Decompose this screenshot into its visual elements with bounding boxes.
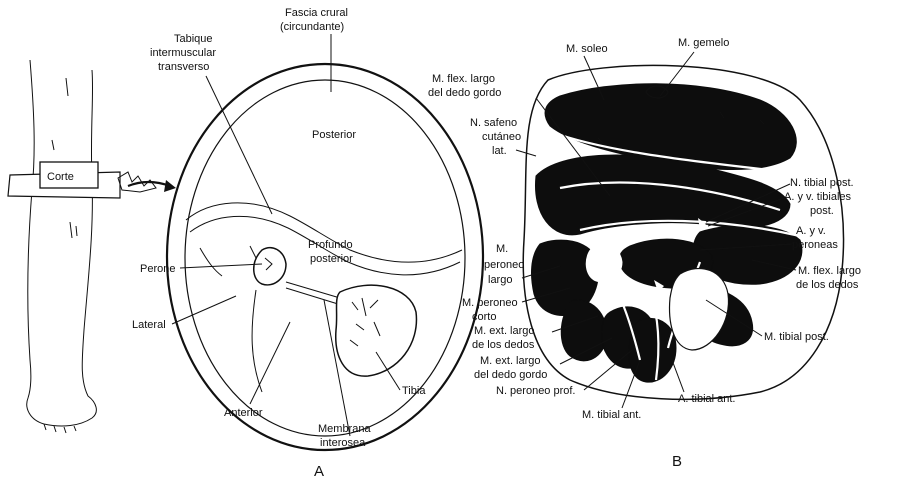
label-peroneo-largo-1: M. [496,243,508,255]
panel-letter-b: B [672,453,682,470]
label-ext-dedo-gordo-1: M. ext. largo [480,355,541,367]
label-safeno-3: lat. [492,145,507,157]
label-tabique-1: Tabique [174,33,213,45]
label-ext-dedos-1: M. ext. largo [474,325,535,337]
label-peroneo-largo-3: largo [488,274,512,286]
label-membrana-2: interosea [320,437,366,449]
label-fascia-1: Fascia crural [285,7,348,19]
label-n-tibial-post: N. tibial post. [790,177,854,189]
label-a-peroneas-2: peroneas [792,239,838,251]
label-safeno-2: cutáneo [482,131,521,143]
label-a-tibiales-2: post. [810,205,834,217]
label-a-tibial-ant: A. tibial ant. [678,393,735,405]
label-peroneo-largo-2: peroneo [484,259,524,271]
label-flex-dedo-gordo-1: M. flex. largo [432,73,495,85]
label-posterior: Posterior [312,129,356,141]
label-peroneo-corto-2: corto [472,311,496,323]
label-soleo: M. soleo [566,43,608,55]
label-tabique-3: transverso [158,61,209,73]
figure-a: Tabique intermuscular transverso Fascia … [132,7,483,480]
label-flex-dedo-gordo-2: del dedo gordo [428,87,501,99]
label-anterior: Anterior [224,407,263,419]
label-flex-dedos-2: de los dedos [796,279,859,291]
label-tibial-post: M. tibial post. [764,331,829,343]
label-fascia-2: (circundante) [280,21,344,33]
leg-cut-label: Corte [47,171,74,183]
label-flex-dedos-1: M. flex. largo [798,265,861,277]
label-perone: Perone [140,263,175,275]
label-tabique-2: intermuscular [150,47,216,59]
label-tibial-ant: M. tibial ant. [582,409,641,421]
label-membrana-1: Membrana [318,423,371,435]
label-gemelo: M. gemelo [678,37,729,49]
leg-sketch [27,60,97,433]
figure-b: M. soleo M. gemelo M. flex. largo del de… [428,37,861,470]
label-profundo-1: Profundo [308,239,353,251]
label-a-tibiales-1: A. y v. tibiales [784,191,852,203]
label-a-peroneas-1: A. y v. [796,225,826,237]
panel-letter-a: A [314,463,324,480]
label-profundo-2: posterior [310,253,353,265]
label-lateral: Lateral [132,319,166,331]
label-tibia: Tibia [402,385,426,397]
label-n-peroneo-prof: N. peroneo prof. [496,385,576,397]
label-ext-dedos-2: de los dedos [472,339,535,351]
label-ext-dedo-gordo-2: del dedo gordo [474,369,547,381]
label-peroneo-corto-1: M. peroneo [462,297,518,309]
label-safeno-1: N. safeno [470,117,517,129]
